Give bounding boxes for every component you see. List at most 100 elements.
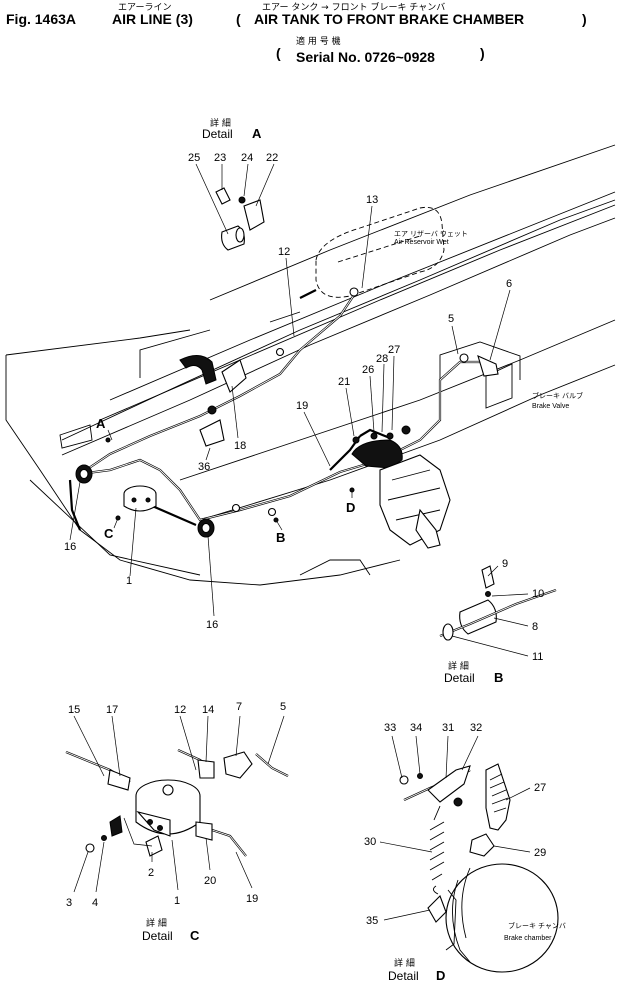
view-arrows bbox=[107, 429, 353, 531]
paren-open-2: ( bbox=[276, 45, 281, 61]
nut-24 bbox=[238, 196, 246, 204]
washer-4 bbox=[101, 835, 107, 841]
callout-32: 32 bbox=[470, 722, 482, 734]
clamp-25-end bbox=[235, 227, 245, 243]
title-jp: エアーライン bbox=[118, 2, 171, 13]
bolt-36 bbox=[207, 405, 217, 415]
callout-2: 2 bbox=[148, 867, 154, 879]
detail-a-letter: A bbox=[252, 126, 262, 141]
nut-32 bbox=[453, 797, 463, 807]
callout-7: 7 bbox=[236, 701, 242, 713]
fitting-13 bbox=[349, 287, 359, 297]
callout-28: 28 bbox=[376, 353, 388, 365]
view-dot-b bbox=[273, 517, 279, 523]
callout-3: 3 bbox=[66, 897, 72, 909]
brake-chamber-jp: ブレーキ チャンバ bbox=[508, 921, 566, 930]
clip-16-left-hole bbox=[79, 468, 89, 480]
clamp-8 bbox=[459, 599, 497, 635]
clip-b bbox=[231, 503, 241, 513]
detail-a: 詳 細 Detail A bbox=[202, 117, 265, 251]
callout-4: 4 bbox=[92, 897, 98, 909]
callout-27-d: 27 bbox=[534, 782, 546, 794]
detail-c-label: Detail bbox=[142, 929, 173, 943]
figure-number: Fig. 1463A bbox=[6, 11, 76, 27]
hose-27-ribs bbox=[489, 773, 509, 813]
callout-27: 27 bbox=[388, 344, 400, 356]
callout-23: 23 bbox=[214, 152, 226, 164]
callout-16-left: 16 bbox=[64, 541, 76, 553]
fitting-29 bbox=[469, 833, 495, 857]
bolt-23 bbox=[215, 187, 231, 205]
callout-34: 34 bbox=[410, 722, 422, 734]
fitting-21 bbox=[352, 436, 360, 444]
cushion-11 bbox=[442, 623, 454, 641]
callout-19-c: 19 bbox=[246, 893, 258, 905]
view-dot-d bbox=[349, 487, 355, 493]
air-reservoir-jp: エア リザーバ ウェット bbox=[394, 230, 468, 238]
nut-33 bbox=[399, 775, 409, 785]
detail-c-letter: C bbox=[190, 928, 200, 943]
air-reservoir-en: Air Reservoir Wet bbox=[394, 239, 449, 246]
fitting-17 bbox=[107, 769, 131, 791]
callout-30: 30 bbox=[364, 836, 376, 848]
view-dot-c bbox=[115, 515, 121, 521]
washer-10 bbox=[485, 591, 491, 597]
callout-numbers: 25 23 24 22 13 12 6 5 27 28 26 21 19 18 … bbox=[64, 152, 546, 927]
callout-6: 6 bbox=[506, 278, 512, 290]
clip-16-right-hole bbox=[201, 522, 211, 534]
detail-d: ブレーキ チャンバ Brake chamber 詳 細 Detail D bbox=[388, 763, 566, 983]
annotations: エア リザーバ ウェット Air Reservoir Wet ブレーキ バルブ … bbox=[96, 230, 583, 545]
detail-c: 詳 細 Detail C bbox=[65, 748, 289, 943]
detail-b-letter: B bbox=[494, 670, 503, 685]
detail-a-jp: 詳 細 bbox=[210, 117, 231, 129]
bracket-18 bbox=[221, 359, 247, 393]
callout-26: 26 bbox=[362, 364, 374, 376]
callout-24: 24 bbox=[241, 152, 253, 164]
view-marker-d: D bbox=[346, 500, 355, 515]
callout-14: 14 bbox=[202, 704, 214, 716]
fitting-14 bbox=[197, 759, 215, 779]
union-5 bbox=[459, 353, 469, 363]
bracket-22 bbox=[243, 199, 265, 231]
spring-30 bbox=[429, 805, 445, 881]
bolt-9 bbox=[481, 565, 495, 589]
washer-34 bbox=[417, 773, 423, 779]
figure-title: AIR LINE (3) bbox=[112, 11, 193, 27]
nut-3 bbox=[85, 843, 95, 853]
elbow-7 bbox=[223, 751, 253, 779]
paren-close-1: ) bbox=[582, 11, 587, 27]
callout-16-right: 16 bbox=[206, 619, 218, 631]
bracket-main bbox=[179, 355, 217, 385]
detail-d-letter: D bbox=[436, 968, 445, 983]
callout-9: 9 bbox=[502, 558, 508, 570]
paren-open-1: ( bbox=[236, 11, 241, 27]
fitting-20 bbox=[195, 821, 213, 841]
brake-chamber-detail bbox=[445, 863, 559, 973]
leader-lines bbox=[69, 163, 531, 921]
relay-valve-detail bbox=[135, 779, 201, 837]
callout-22: 22 bbox=[266, 152, 278, 164]
callout-10: 10 bbox=[532, 588, 544, 600]
callout-21: 21 bbox=[338, 376, 350, 388]
callout-29: 29 bbox=[534, 847, 546, 859]
front-brake-chamber-main bbox=[351, 439, 451, 549]
callout-33: 33 bbox=[384, 722, 396, 734]
applicability-jp: 適 用 号 機 bbox=[296, 35, 341, 47]
serial-range: Serial No. 0726~0928 bbox=[296, 49, 435, 65]
bracket-31 bbox=[427, 765, 471, 803]
view-marker-c: C bbox=[104, 526, 114, 541]
callout-12: 12 bbox=[278, 246, 290, 258]
callout-31: 31 bbox=[442, 722, 454, 734]
callout-20: 20 bbox=[204, 875, 216, 887]
callout-15: 15 bbox=[68, 704, 80, 716]
components bbox=[75, 287, 499, 549]
clip-b2 bbox=[267, 507, 277, 517]
callout-19: 19 bbox=[296, 400, 308, 412]
header: エアーライン エアー タンク → フロント ブレーキ チャンバ Fig. 146… bbox=[6, 1, 587, 65]
brake-valve-jp: ブレーキ バルブ bbox=[532, 391, 583, 400]
callout-5-c: 5 bbox=[280, 701, 286, 713]
brake-chamber-en: Brake chamber bbox=[504, 935, 552, 942]
figure-subtitle: AIR TANK TO FRONT BRAKE CHAMBER bbox=[254, 11, 524, 27]
fitting-26 bbox=[370, 432, 378, 440]
chassis-outline bbox=[5, 144, 616, 586]
